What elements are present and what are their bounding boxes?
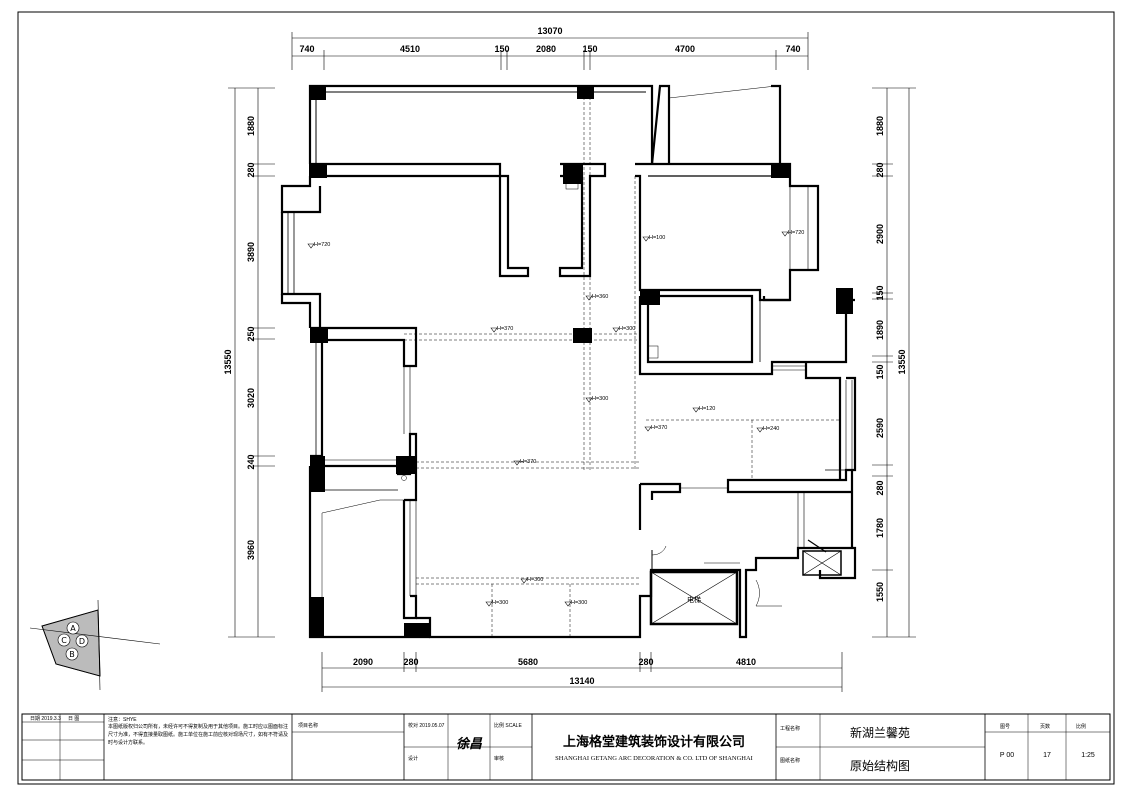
- sheet-number: P 00: [1000, 752, 1014, 759]
- windows: [322, 186, 853, 596]
- level-mark: H=300: [492, 600, 508, 606]
- level-mark: H=300: [527, 577, 543, 583]
- right-dim-8: 280: [875, 480, 885, 495]
- bottom-total-dimension: 13140: [569, 676, 594, 686]
- right-dim-5: 1890: [875, 320, 885, 340]
- elevator-shaft: [649, 570, 739, 626]
- level-mark: H=300: [571, 600, 587, 606]
- top-total-dimension: 13070: [537, 26, 562, 36]
- left-total-dimension: 13550: [223, 349, 233, 374]
- company-name-cn: 上海格堂建筑装饰设计有限公司: [563, 734, 745, 750]
- right-dim-7: 2590: [875, 418, 885, 438]
- drawing-name: 原始结构图: [850, 758, 910, 773]
- level-labels: H=720 H=100 H=720 H=360 H=370 H=300 H=30…: [314, 230, 804, 606]
- level-mark: H=100: [649, 235, 665, 241]
- right-dim-3: 2900: [875, 224, 885, 244]
- right-total-dimension: 13550: [897, 349, 907, 374]
- left-dim-1: 1880: [246, 116, 256, 136]
- signature: 徐昌: [456, 736, 483, 752]
- index-letter-b: B: [69, 650, 75, 659]
- top-dim-7: 740: [785, 44, 800, 54]
- top-dim-5: 150: [582, 44, 597, 54]
- level-marks: [307, 231, 789, 607]
- title-small-label: 日期 2019.3.3: [30, 716, 61, 722]
- top-dim-4: 2080: [536, 44, 556, 54]
- right-dim-2: 280: [875, 162, 885, 177]
- level-mark: H=360: [592, 294, 608, 300]
- title-small-label: 日 图: [68, 716, 79, 722]
- company-name-en: SHANGHAI GETANG ARC DECORATION & CO. LTD…: [555, 755, 753, 762]
- notes-box: 本图纸版权归公司所有，未经许可不得复制及用于其他项目。施工时应以图面标注尺寸为准…: [108, 724, 288, 746]
- right-dimensions: [872, 87, 916, 638]
- title-small-label: 项目名称: [298, 722, 318, 729]
- title-small-label: 审核: [494, 755, 504, 762]
- level-mark: H=300: [592, 396, 608, 402]
- bottom-dim-1: 2090: [353, 657, 373, 667]
- index-letter-c: C: [61, 636, 67, 645]
- level-mark: H=300: [619, 326, 635, 332]
- right-dim-6: 150: [875, 364, 885, 379]
- bottom-dim-4: 280: [638, 657, 653, 667]
- level-mark: H=720: [788, 230, 804, 236]
- title-small-label: 设计: [408, 755, 418, 762]
- top-dim-6: 4700: [675, 44, 695, 54]
- title-notes: 本图纸版权归公司所有，未经许可不得复制及用于其他项目。施工时应以图面标注尺寸为准…: [108, 724, 288, 746]
- left-dim-5: 3020: [246, 388, 256, 408]
- sheet-border: [17, 11, 1115, 785]
- index-letter-d: D: [79, 637, 85, 646]
- title-small-label: 工程名称: [780, 725, 800, 732]
- index-letter-a: A: [70, 624, 76, 633]
- bottom-dim-5: 4810: [736, 657, 756, 667]
- right-dim-1: 1880: [875, 116, 885, 136]
- title-small-label: 页数: [1040, 723, 1050, 730]
- left-dim-2: 280: [246, 162, 256, 177]
- title-small-label: 图号: [1000, 724, 1010, 730]
- level-mark: H=120: [699, 406, 715, 412]
- title-small-label: 校对 2019.05.07: [408, 722, 445, 729]
- title-small-label: 比例 SCALE: [494, 722, 522, 729]
- bottom-dim-2: 280: [403, 657, 418, 667]
- top-dim-3: 150: [494, 44, 509, 54]
- index-symbol: [29, 599, 161, 691]
- left-dim-4: 250: [246, 326, 256, 341]
- bottom-dimensions: [321, 652, 843, 692]
- page-number: 17: [1043, 752, 1051, 759]
- level-mark: H=370: [497, 326, 513, 332]
- left-dim-7: 3960: [246, 540, 256, 560]
- right-dim-4: 150: [875, 285, 885, 300]
- project-name: 新湖兰馨苑: [850, 725, 910, 740]
- beam-lines: [404, 92, 840, 637]
- level-mark: H=370: [520, 459, 536, 465]
- scale-value: 1:25: [1081, 752, 1095, 759]
- elevator-label: 电梯: [687, 595, 701, 604]
- shaft-box: [802, 539, 842, 576]
- title-small-label: 注意：SHYE: [108, 716, 137, 723]
- bottom-dim-3: 5680: [518, 657, 538, 667]
- level-mark: H=370: [651, 425, 667, 431]
- title-small-label: 比例: [1076, 723, 1086, 730]
- left-dim-3: 3890: [246, 242, 256, 262]
- left-dimensions: [228, 87, 275, 638]
- top-dim-2: 4510: [400, 44, 420, 54]
- right-dim-10: 1550: [875, 582, 885, 602]
- left-dim-6: 240: [246, 454, 256, 469]
- level-mark: H=720: [314, 242, 330, 248]
- title-block: [21, 713, 1111, 781]
- right-dim-9: 1780: [875, 518, 885, 538]
- title-small-label: 图纸名称: [780, 757, 800, 764]
- doors: [321, 85, 782, 607]
- level-mark: H=240: [763, 426, 779, 432]
- top-dimensions: [291, 32, 809, 70]
- structural-columns: [309, 85, 853, 637]
- top-dim-1: 740: [299, 44, 314, 54]
